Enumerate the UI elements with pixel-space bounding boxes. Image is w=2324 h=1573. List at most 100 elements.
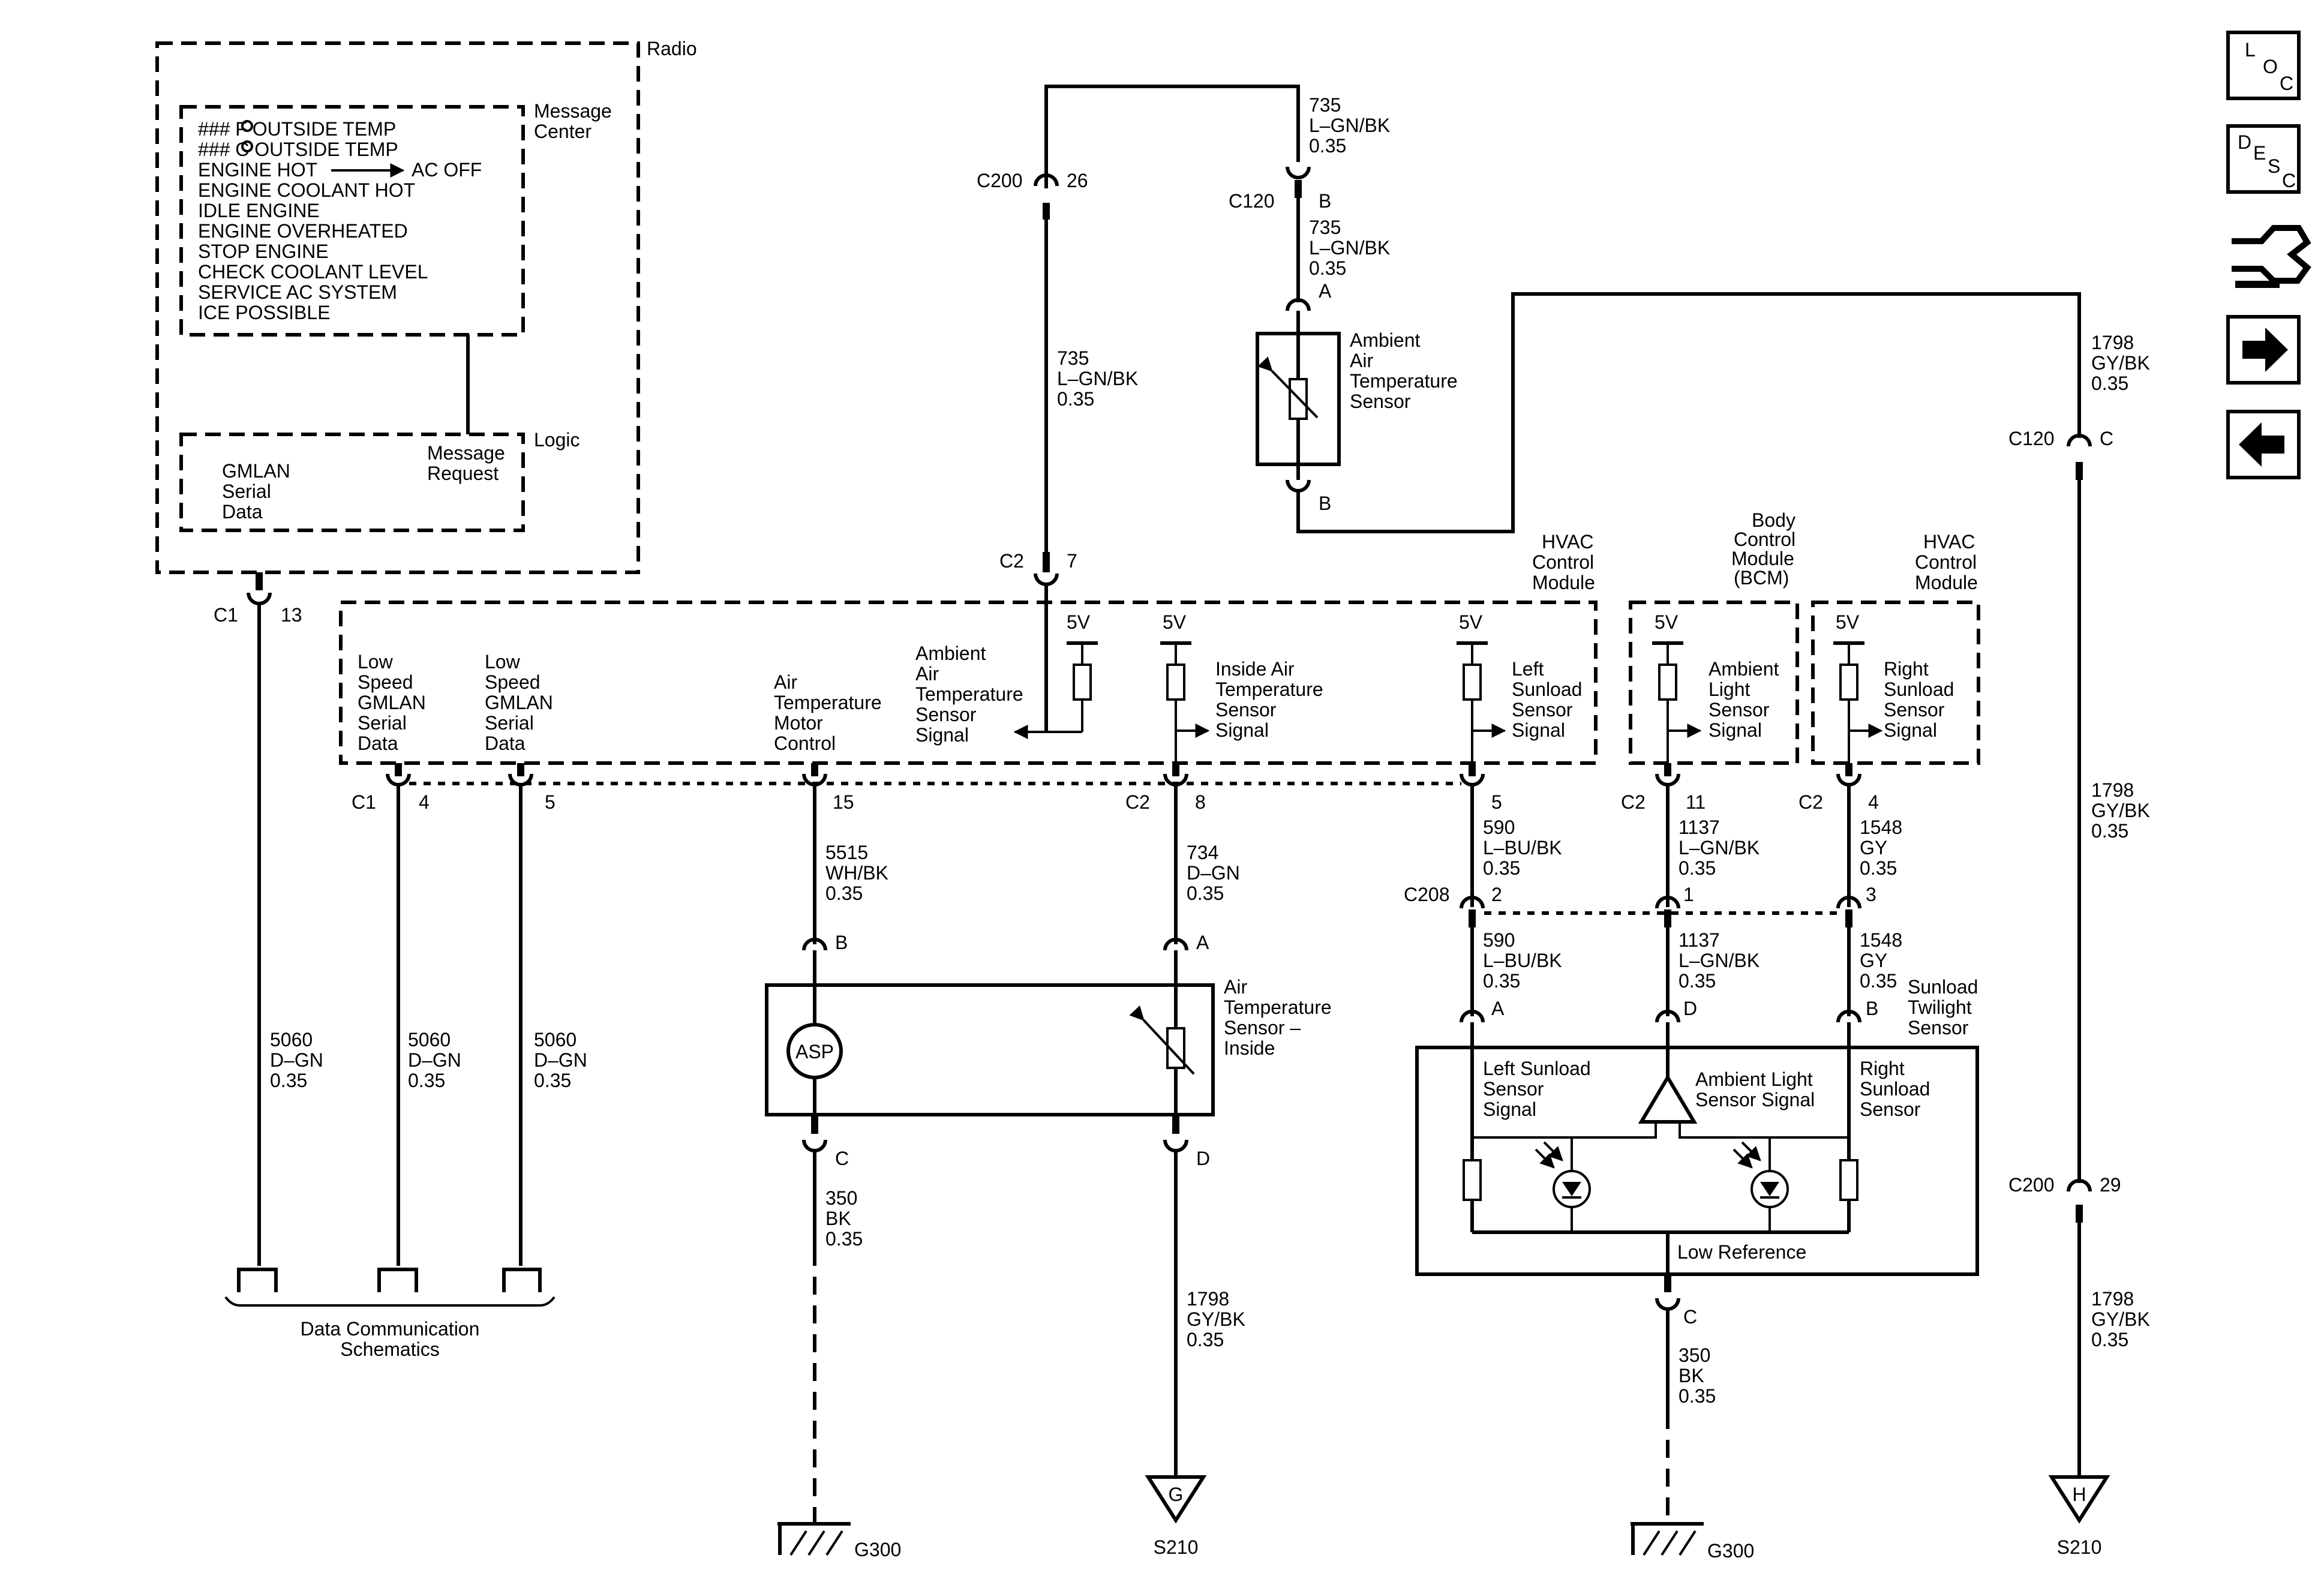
wire-1798-top: [1296, 292, 2081, 533]
svg-text:C2: C2: [999, 550, 1024, 572]
previous-page-button[interactable]: [2226, 410, 2301, 479]
svg-text:C200: C200: [977, 170, 1023, 191]
svg-text:### F OUTSIDE TEMP: ### F OUTSIDE TEMP: [198, 118, 396, 140]
svg-text:5: 5: [1491, 791, 1502, 813]
svg-text:ASP: ASP: [795, 1041, 834, 1062]
asp-motor: ASP: [786, 1023, 843, 1079]
svg-text:C1: C1: [214, 604, 238, 626]
ground-g300-b: G300: [1631, 1522, 1754, 1562]
inside-pin-d: D: [1196, 1148, 1210, 1169]
wire-735-top-loop: [1044, 85, 1300, 188]
svg-text:C2: C2: [1621, 791, 1646, 813]
radio-label: Radio: [647, 38, 697, 59]
svg-text:C120: C120: [1229, 190, 1275, 212]
svg-text:5V: 5V: [1655, 611, 1679, 633]
svg-text:C200: C200: [2008, 1174, 2055, 1196]
twilight-pin-d: D: [1683, 998, 1697, 1019]
arrow-right-icon: [2242, 328, 2288, 372]
svg-text:H: H: [2072, 1484, 2086, 1505]
svg-text:S: S: [2268, 155, 2280, 177]
svg-text:C2: C2: [1125, 791, 1150, 813]
svg-text:C: C: [2280, 73, 2293, 94]
ref-5v-left-sunload: 5V: [1457, 611, 1506, 775]
svg-text:ICE POSSIBLE: ICE POSSIBLE: [198, 302, 331, 323]
svg-text:5V: 5V: [1163, 611, 1187, 633]
asp-pin-b: B: [835, 932, 848, 953]
connector-pin-5: 5: [508, 763, 556, 813]
photodiode-left-icon: [1535, 1141, 1591, 1208]
svg-text:B: B: [1319, 190, 1331, 212]
twilight-pin-c: C: [1683, 1306, 1697, 1328]
svg-text:ENGINE OVERHEATED: ENGINE OVERHEATED: [198, 220, 408, 242]
svg-text:Sunload: Sunload: [1860, 1078, 1930, 1100]
connector-pin-5b: 5: [1460, 763, 1502, 813]
svg-text:### C OUTSIDE TEMP: ### C OUTSIDE TEMP: [198, 139, 398, 160]
svg-text:Left Sunload: Left Sunload: [1483, 1058, 1591, 1079]
svg-text:5: 5: [545, 791, 556, 813]
connector-c2-4: C2 4: [1798, 763, 1879, 813]
svg-text:ENGINE COOLANT HOT: ENGINE COOLANT HOT: [198, 179, 415, 201]
connector-end-view-button[interactable]: [2232, 225, 2311, 288]
svg-text:Signal: Signal: [1483, 1098, 1536, 1120]
next-page-button[interactable]: [2226, 315, 2301, 385]
svg-text:G300: G300: [1707, 1540, 1754, 1562]
svg-text:Right: Right: [1860, 1058, 1905, 1079]
connector-c120-b: C120 B: [1229, 166, 1331, 212]
twilight-pin-b: B: [1866, 998, 1878, 1019]
svg-text:5V: 5V: [1836, 611, 1860, 633]
svg-text:IDLE ENGINE: IDLE ENGINE: [198, 200, 320, 221]
svg-text:C1: C1: [352, 791, 376, 813]
svg-text:2: 2: [1491, 884, 1502, 905]
pin-a-ambient: A: [1319, 280, 1332, 302]
description-button[interactable]: D E S C: [2226, 124, 2301, 194]
svg-text:15: 15: [833, 791, 854, 813]
svg-text:C: C: [2282, 170, 2296, 191]
svg-text:L: L: [2245, 39, 2256, 61]
svg-text:Ambient Light: Ambient Light: [1695, 1068, 1813, 1090]
sunload-twilight-sensor: Left Sunload Sensor Signal Ambient Light…: [1415, 1022, 1979, 1276]
svg-text:C2: C2: [1798, 791, 1823, 813]
svg-text:11: 11: [1686, 791, 1706, 813]
svg-text:S210: S210: [2057, 1536, 2102, 1558]
location-button[interactable]: L O C: [2226, 31, 2301, 100]
svg-text:4: 4: [419, 791, 430, 813]
connector-c2-7: C2 7: [999, 550, 1077, 586]
svg-text:G: G: [1169, 1484, 1184, 1505]
svg-text:26: 26: [1067, 170, 1088, 191]
connector-pin-15: 15: [802, 763, 854, 813]
svg-text:7: 7: [1067, 550, 1077, 572]
svg-text:5V: 5V: [1067, 611, 1091, 633]
ref-5v-right-sunload: 5V: [1833, 611, 1883, 775]
svg-text:SERVICE AC SYSTEM: SERVICE AC SYSTEM: [198, 281, 397, 303]
svg-text:G300: G300: [854, 1539, 901, 1560]
twilight-pin-a: A: [1491, 998, 1505, 1019]
svg-text:E: E: [2253, 142, 2266, 164]
